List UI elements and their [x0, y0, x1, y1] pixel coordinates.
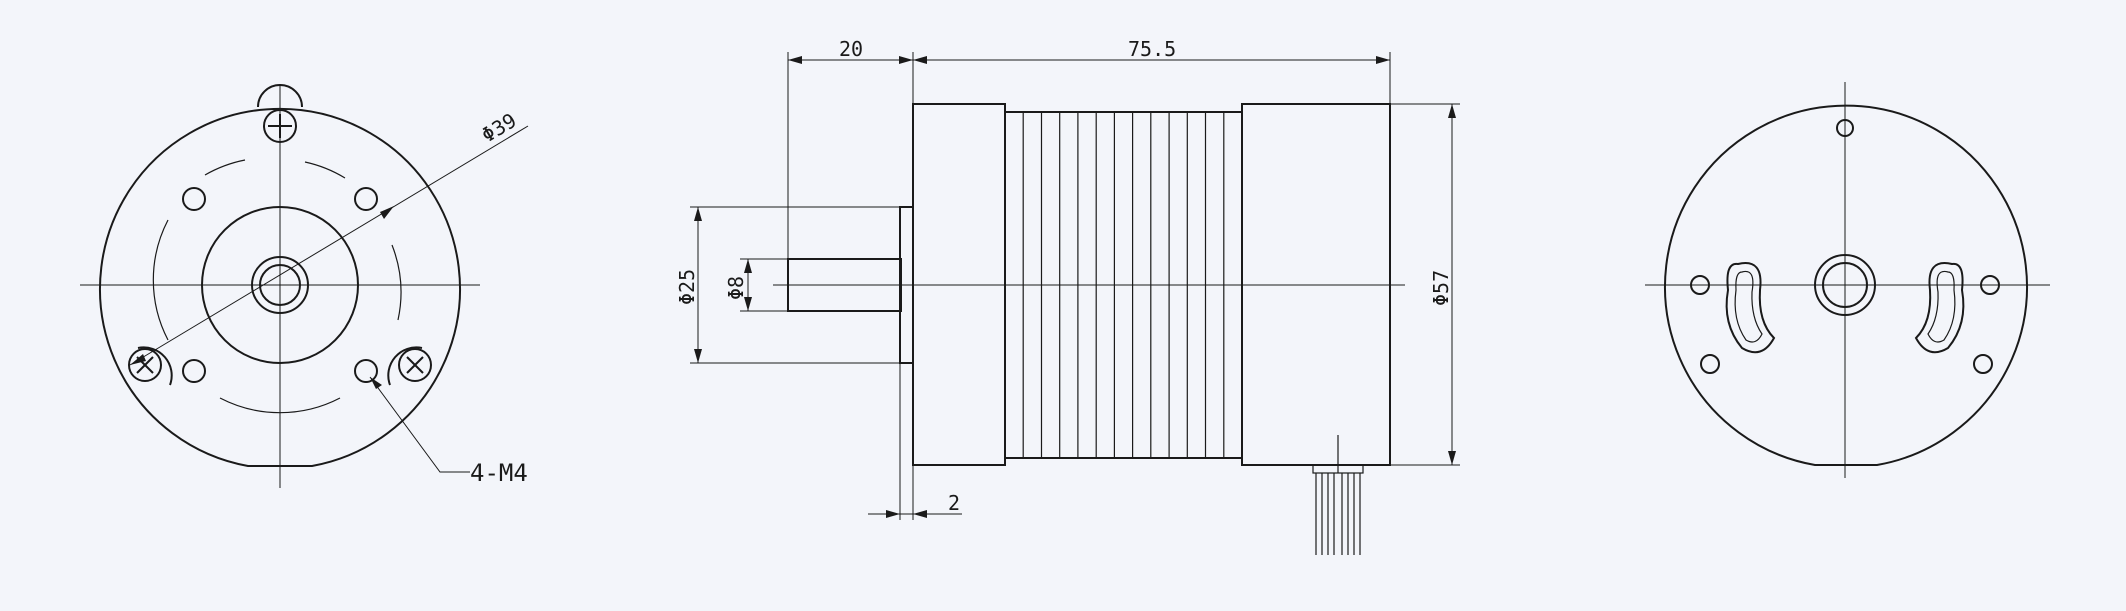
dim-25-arrow-top — [694, 207, 702, 221]
dim-2-arrow-left — [886, 510, 900, 518]
dim-2-arrow-right — [913, 510, 927, 518]
dim-57-arrow-top — [1448, 104, 1456, 118]
mounting-hole-4 — [354, 359, 378, 383]
dim-25-arrow-bottom — [694, 349, 702, 363]
dim-25-label: Φ25 — [675, 269, 699, 305]
rear-hole-bottom-right — [1973, 354, 1993, 374]
mounting-hole-leader — [369, 376, 470, 473]
rear-slot-right — [1914, 262, 1965, 354]
dim-8-arrow-top — [744, 259, 752, 273]
lead-wires — [1312, 435, 1364, 555]
front-pilot-circle — [201, 206, 359, 364]
rear-view — [1645, 82, 2050, 478]
rear-hole-top — [1836, 119, 1854, 137]
screw-top — [263, 109, 297, 143]
bolt-circle-arc-top-right — [304, 161, 346, 179]
dim-2-label: 2 — [948, 491, 960, 515]
bolt-circle-arrow-1 — [130, 354, 146, 365]
front-outer-body — [99, 107, 461, 467]
bolt-circle-leader — [129, 125, 529, 366]
dim-75-label: 75.5 — [1128, 37, 1176, 61]
bolt-circle-arc-top — [204, 159, 246, 176]
bolt-circle-arc-bottom — [219, 397, 341, 414]
rear-hole-bottom-left — [1700, 354, 1720, 374]
screw-right — [387, 346, 432, 386]
rear-hole-left — [1690, 275, 1710, 295]
bolt-circle-arc-right — [391, 244, 402, 321]
bolt-circle-arrow-2 — [380, 206, 394, 219]
dim-20-label: 20 — [839, 37, 863, 61]
rear-center-boss-inner — [1822, 262, 1868, 308]
dim-20-arrow-right — [899, 56, 913, 64]
rear-outer-body — [1664, 104, 2028, 466]
mounting-hole-2 — [354, 187, 378, 211]
dim-57-arrow-bottom — [1448, 451, 1456, 465]
mounting-hole-1 — [182, 187, 206, 211]
dim-75-arrow-left — [913, 56, 927, 64]
rear-center-boss-outer — [1814, 254, 1876, 316]
front-shaft-outer — [251, 256, 309, 314]
front-view: Φ39 4-M4 — [80, 84, 529, 488]
side-view: 20 75.5 Φ25 Φ8 Φ57 2 — [675, 37, 1460, 555]
mounting-hole-3 — [182, 359, 206, 383]
front-shaft-inner — [259, 264, 301, 306]
rear-slot-left — [1725, 262, 1776, 354]
bolt-circle-label: Φ39 — [477, 108, 520, 147]
dim-20-arrow-left — [788, 56, 802, 64]
dim-75-arrow-right — [1376, 56, 1390, 64]
front-top-tab — [257, 84, 303, 108]
cooling-fins — [1022, 112, 1225, 458]
dim-57-label: Φ57 — [1429, 270, 1453, 306]
mounting-hole-arrow — [370, 377, 382, 389]
rear-hole-right — [1980, 275, 2000, 295]
dim-8-arrow-bottom — [744, 297, 752, 311]
dim-8-label: Φ8 — [724, 276, 748, 300]
mounting-hole-label: 4-M4 — [470, 459, 528, 487]
bolt-circle-arc-left — [152, 219, 169, 341]
